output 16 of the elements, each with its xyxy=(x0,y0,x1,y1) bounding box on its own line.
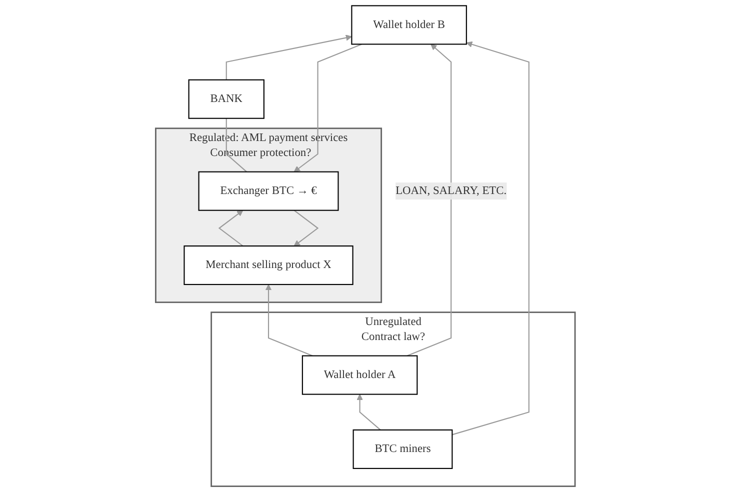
node-box: BTC miners xyxy=(352,429,452,469)
node-box: Wallet holder B xyxy=(350,5,467,45)
arrow xyxy=(218,210,243,246)
connector xyxy=(225,118,247,172)
arrow xyxy=(293,44,362,172)
node-box: Merchant selling product X xyxy=(183,245,353,286)
edge-label: LOAN, SALARY, ETC. xyxy=(395,184,506,197)
node-box: BANK xyxy=(188,79,264,119)
arrow xyxy=(452,41,530,436)
node-box: Exchanger BTC → € xyxy=(198,171,338,211)
node-box: Wallet holder A xyxy=(302,355,418,395)
arrow xyxy=(406,44,452,356)
arrow xyxy=(356,394,380,430)
arrow xyxy=(293,210,318,246)
arrow xyxy=(265,284,312,356)
arrow xyxy=(225,34,352,80)
